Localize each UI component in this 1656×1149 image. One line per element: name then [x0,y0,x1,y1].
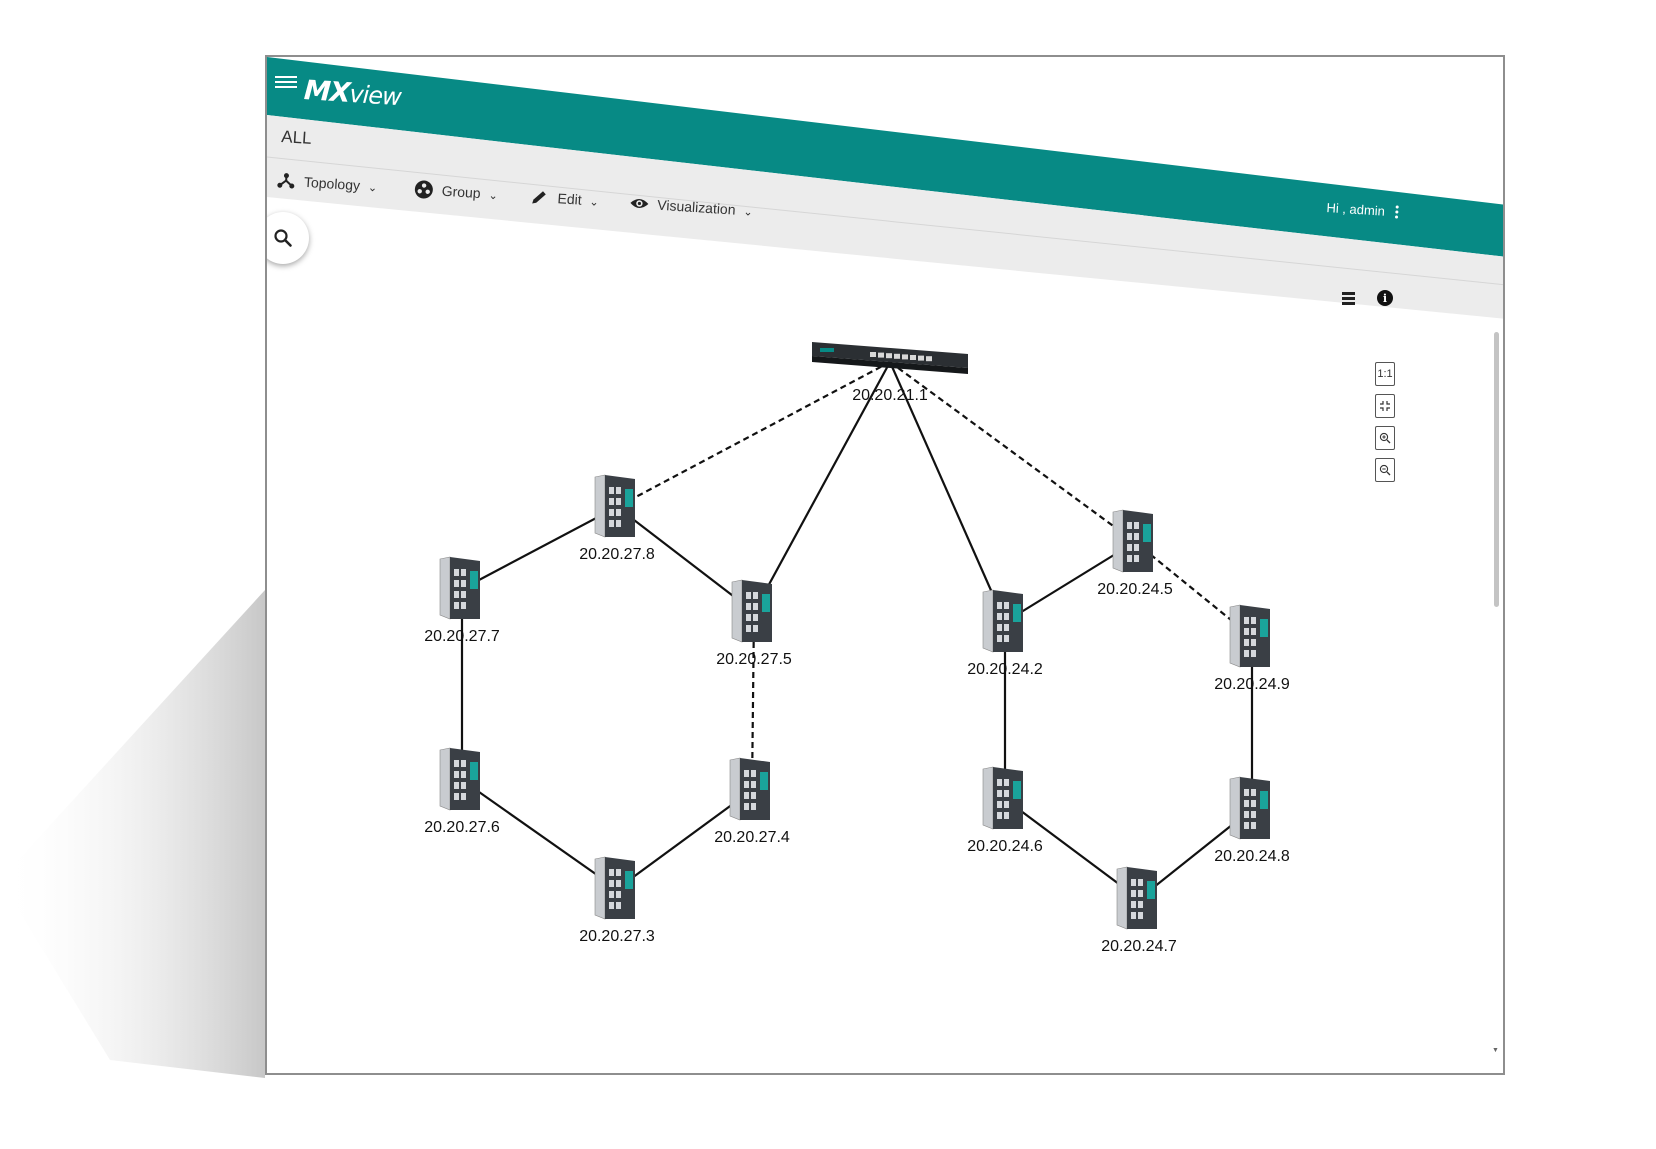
device-ip-label: 20.20.27.4 [714,829,790,846]
din-rail-switch-device[interactable] [982,766,1023,830]
actual-size-button[interactable]: 1:1 [1375,362,1395,386]
topology-link[interactable] [461,779,618,890]
info-icon[interactable]: i [1377,290,1393,306]
din-rail-switch-device[interactable] [1116,866,1157,930]
device-ip-label: 20.20.27.5 [716,651,792,668]
topology-menu[interactable]: Topology ⌄ [275,167,378,199]
app-bar [267,57,1503,257]
actual-size-label: 1:1 [1377,368,1393,380]
view-tools: i [1342,290,1393,306]
topology-icon [277,173,295,189]
topology-link[interactable] [888,361,1007,623]
topology-link[interactable] [616,789,753,890]
topology-link[interactable] [1004,798,1140,900]
zoom-in-icon [1379,432,1391,444]
fit-screen-icon [1380,401,1390,411]
zoom-out-button[interactable] [1375,458,1395,482]
topology-link[interactable] [889,361,1136,543]
din-rail-switch-device[interactable] [594,856,635,920]
device-ip-label: 20.20.21.1 [852,387,928,404]
device-ip-label: 20.20.27.7 [424,628,500,645]
list-view-icon[interactable] [1342,291,1355,305]
group-menu[interactable]: Group ⌄ [413,176,499,207]
device-ip-label: 20.20.27.3 [579,928,655,945]
toolbar: Topology ⌄ Group ⌄ Edit ⌄ Visualization … [274,167,875,246]
edit-menu[interactable]: Edit ⌄ [529,183,600,213]
din-rail-switch-device[interactable] [729,757,770,821]
pencil-icon [532,191,546,204]
fit-screen-button[interactable] [1375,394,1395,418]
topology-link[interactable] [753,361,891,613]
eye-icon [630,198,649,208]
visualization-menu[interactable]: Visualization ⌄ [629,190,754,224]
device-ip-label: 20.20.24.5 [1097,581,1173,598]
din-rail-switch-device[interactable] [982,589,1023,653]
zoom-in-button[interactable] [1375,426,1395,450]
search-button[interactable] [267,212,309,264]
header-band [267,57,1503,397]
device-ip-label: 20.20.24.9 [1214,676,1290,693]
topology-link[interactable] [616,506,755,613]
device-ip-label: 20.20.24.2 [967,661,1043,678]
din-rail-switch-device[interactable] [1229,604,1270,668]
toolbar-band [267,115,1503,319]
din-rail-switch-device[interactable] [439,556,480,620]
topology-link[interactable] [616,361,891,508]
rackmount-switch-device[interactable] [812,342,968,374]
din-rail-switch-device[interactable] [731,579,772,643]
search-icon [274,229,292,247]
device-ip-label: 20.20.24.6 [967,838,1043,855]
din-rail-switch-device[interactable] [594,474,635,538]
topology-link[interactable] [461,506,618,590]
group-icon [414,180,433,199]
device-ip-label: 20.20.24.8 [1214,848,1290,865]
device-ip-label: 20.20.27.8 [579,546,655,563]
device-ip-label: 20.20.24.7 [1101,938,1177,955]
vertical-scrollbar[interactable] [1494,332,1499,607]
mxview-window: MXview ALL Topology ⌄ Group ⌄ Edit ⌄ [265,55,1505,1075]
din-rail-switch-device[interactable] [439,747,480,811]
scroll-down-arrow-icon[interactable]: ▼ [1492,1047,1499,1054]
zoom-controls: 1:1 [1375,362,1395,482]
din-rail-switch-device[interactable] [1229,776,1270,840]
topology-canvas[interactable]: 20.20.21.1 20.20.27.8 20.20.27.7 20.20.27.5… [267,57,1503,1073]
device-ip-label: 20.20.27.6 [424,819,500,836]
hamburger-menu-icon[interactable] [275,73,297,93]
zoom-out-icon [1379,464,1391,476]
din-rail-switch-device[interactable] [1112,509,1153,573]
